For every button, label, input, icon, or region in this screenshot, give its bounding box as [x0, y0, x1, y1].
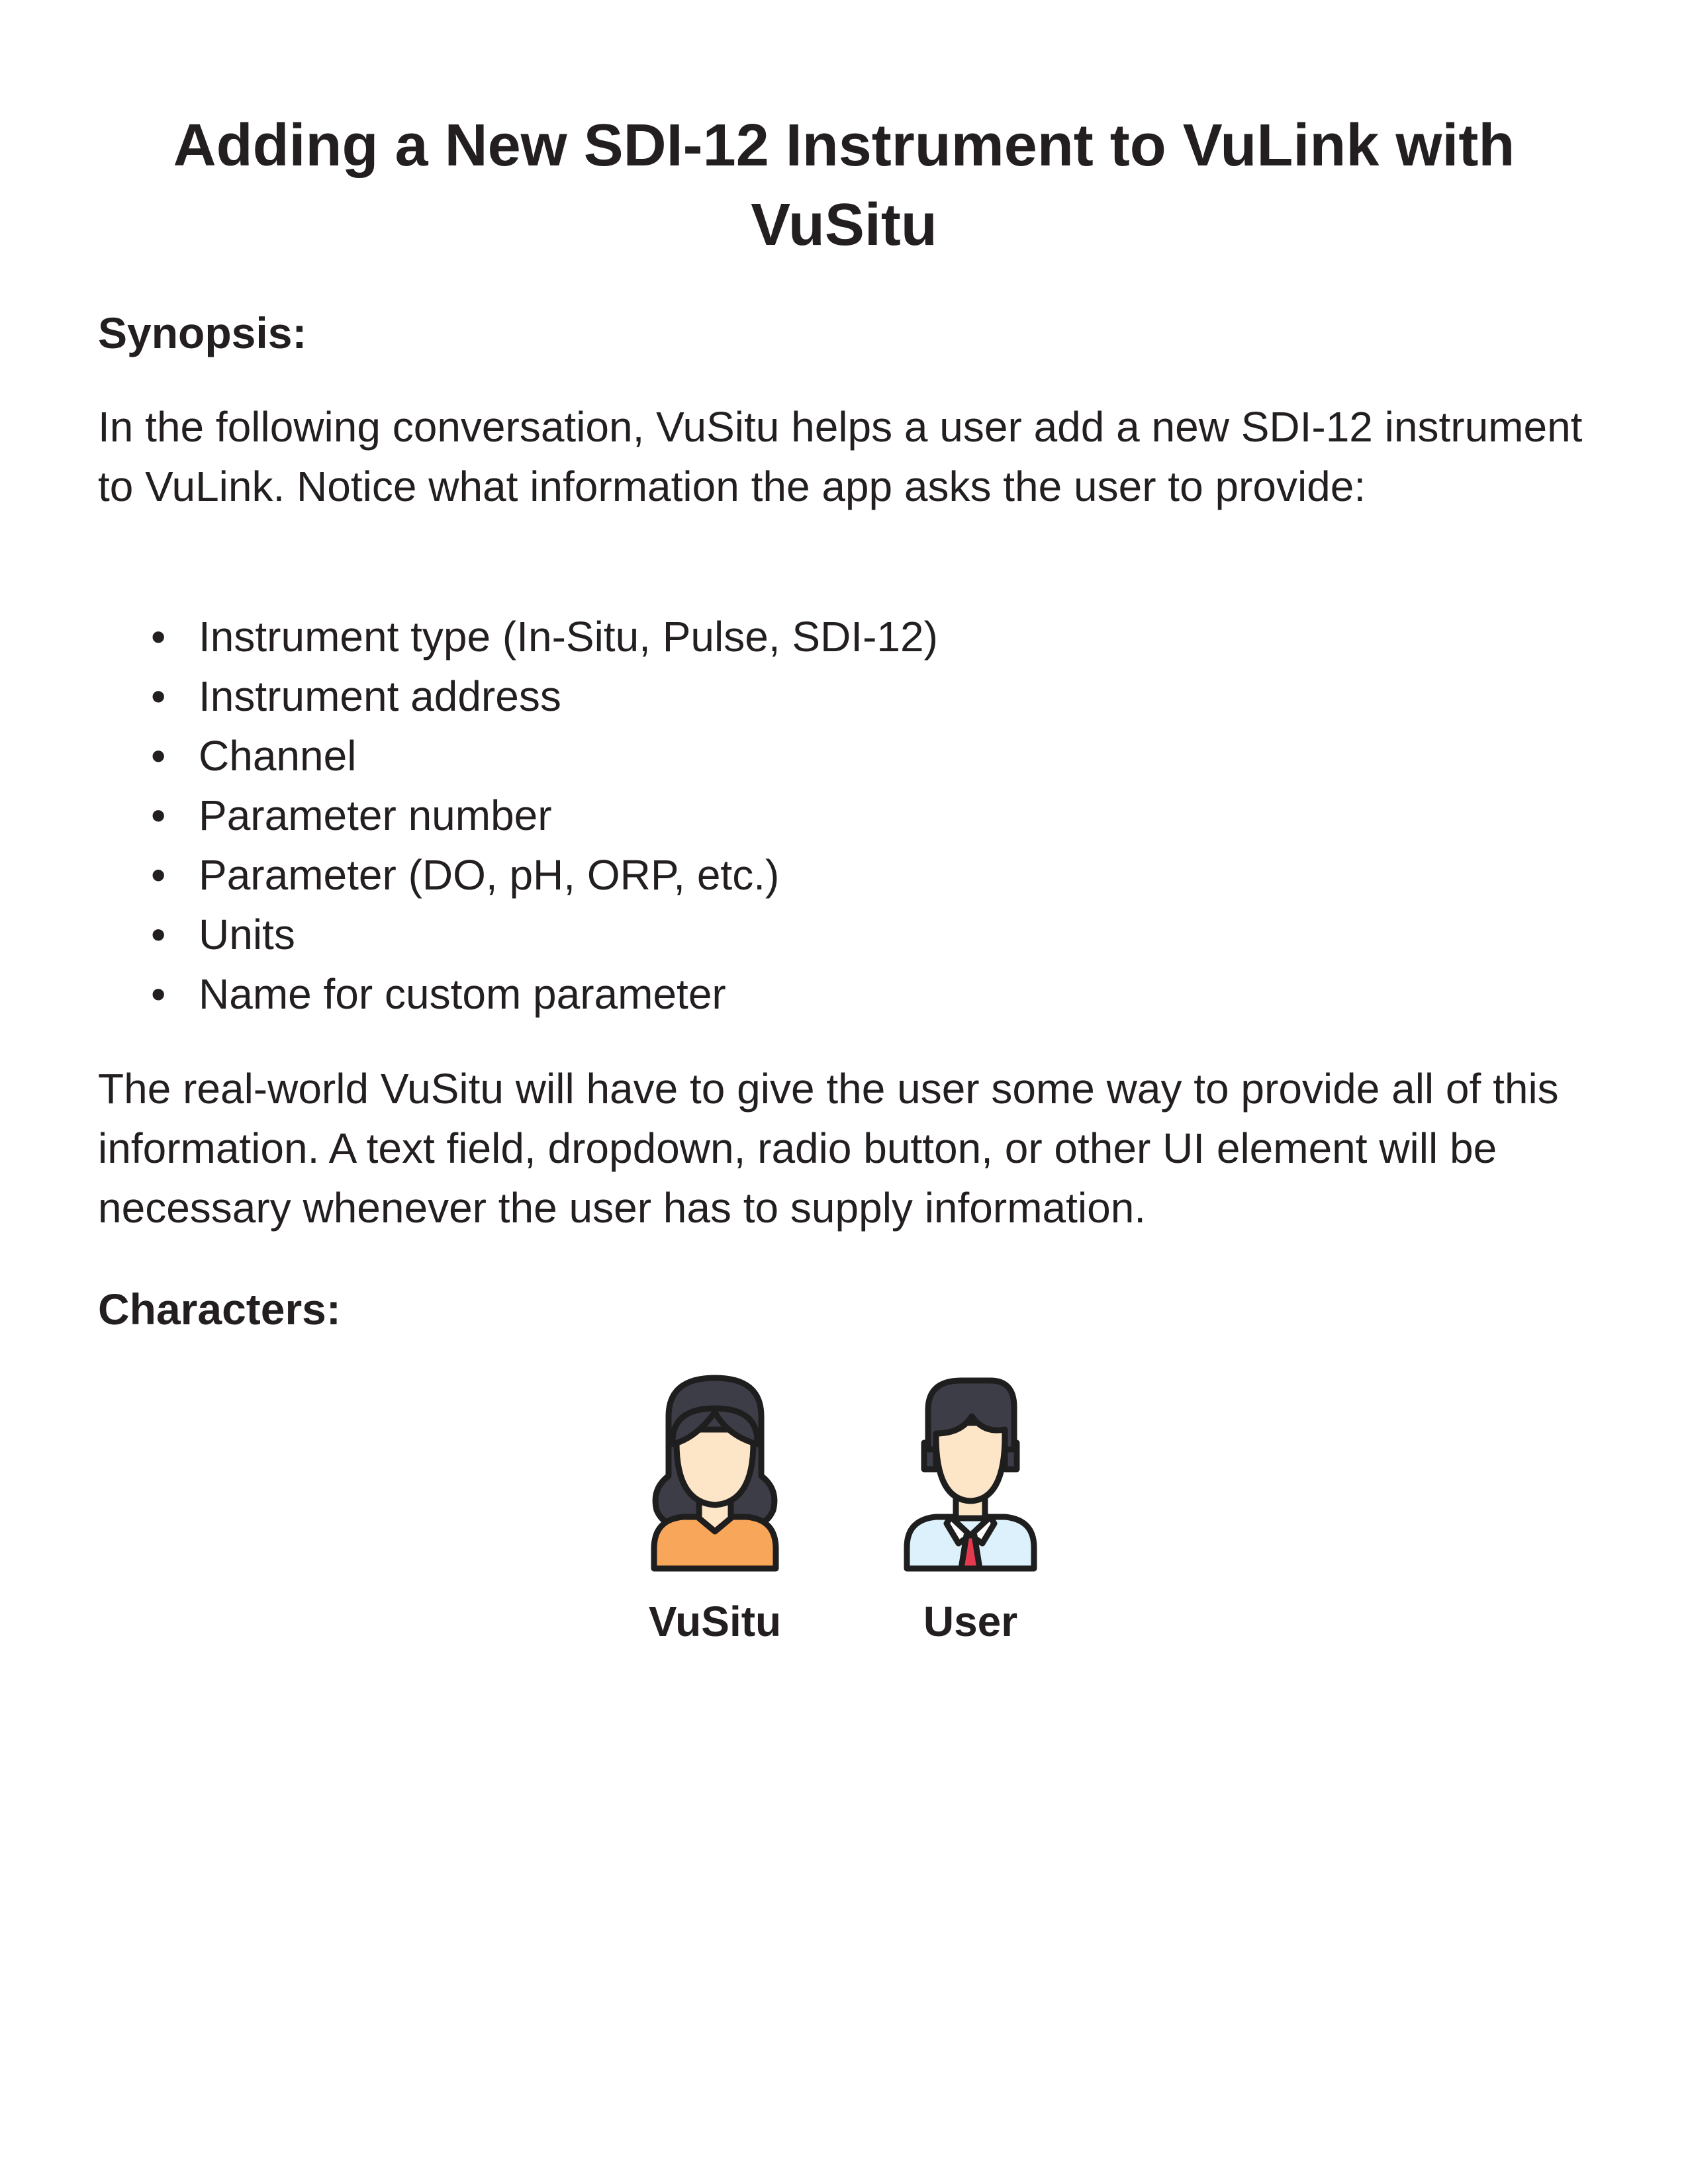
list-item: •Name for custom parameter: [98, 964, 938, 1024]
character-user: User: [871, 1370, 1070, 1648]
synopsis-intro-paragraph: In the following conversation, VuSitu he…: [98, 403, 1583, 510]
bullet-icon: •: [151, 970, 166, 1018]
list-item: •Parameter number: [98, 786, 938, 845]
character-name-vusitu: VuSitu: [648, 1598, 782, 1645]
woman-avatar-icon: [616, 1370, 814, 1575]
page-title: Adding a New SDI-12 Instrument to VuLink…: [173, 113, 1515, 258]
list-item: •Units: [98, 905, 938, 964]
characters-heading: Characters:: [98, 1285, 341, 1334]
bullet-icon: •: [151, 613, 166, 660]
bullet-icon: •: [151, 851, 166, 899]
synopsis-heading: Synopsis:: [98, 308, 307, 357]
bullet-icon: •: [151, 792, 166, 839]
list-item: •Channel: [98, 726, 938, 786]
list-item: •Instrument type (In-Situ, Pulse, SDI-12…: [98, 607, 938, 666]
character-vusitu: VuSitu: [616, 1370, 814, 1648]
bullet-icon: •: [151, 911, 166, 958]
synopsis-outro-paragraph: The real-world VuSitu will have to give …: [98, 1065, 1559, 1232]
man-avatar-icon: [871, 1370, 1070, 1575]
bullet-icon: •: [151, 672, 166, 720]
character-name-user: User: [923, 1598, 1018, 1645]
list-item: •Instrument address: [98, 666, 938, 726]
required-info-list: •Instrument type (In-Situ, Pulse, SDI-12…: [98, 607, 938, 1024]
bullet-icon: •: [151, 732, 166, 780]
list-item: •Parameter (DO, pH, ORP, etc.): [98, 845, 938, 905]
